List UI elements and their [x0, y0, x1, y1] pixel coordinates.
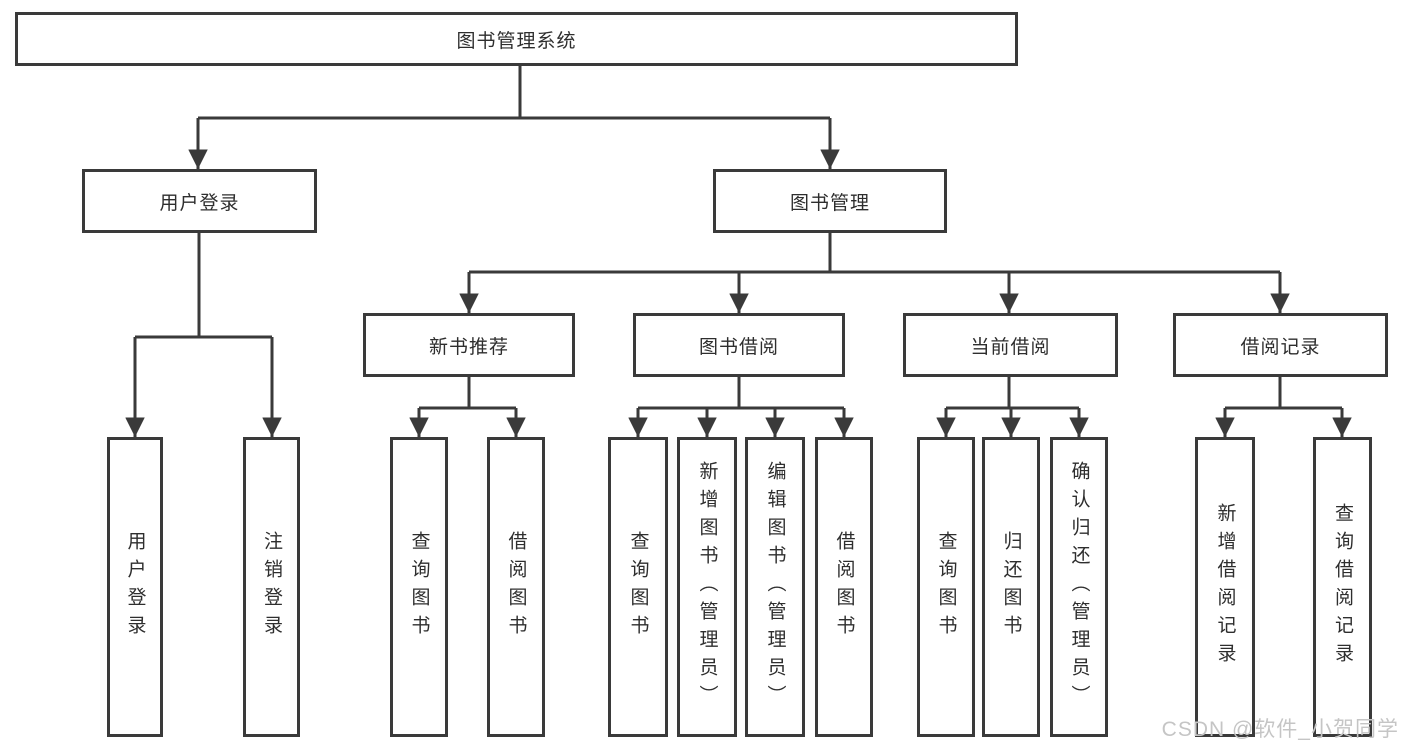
node-label: 新增借阅记录	[1214, 503, 1236, 671]
node-label: 确认归还（管理员）	[1068, 461, 1090, 713]
node-current-borrow: 当前借阅	[903, 313, 1118, 377]
leaf-return-books: 归还图书	[982, 437, 1040, 737]
node-label: 图书管理	[789, 192, 870, 214]
leaf-add-books-admin: 新增图书（管理员）	[677, 437, 737, 737]
node-label: 查询图书	[627, 531, 649, 643]
node-user-login: 用户登录	[82, 169, 317, 233]
node-library-management-system: 图书管理系统	[15, 12, 1018, 66]
node-new-book-recommend: 新书推荐	[363, 313, 575, 377]
node-label: 编辑图书（管理员）	[764, 461, 786, 713]
leaf-borrow-books: 借阅图书	[815, 437, 873, 737]
node-label: 借阅图书	[505, 531, 527, 643]
node-label: 用户登录	[124, 531, 146, 643]
leaf-query-books-borrow: 查询图书	[608, 437, 668, 737]
node-label: 归还图书	[1000, 531, 1022, 643]
node-book-management: 图书管理	[713, 169, 947, 233]
node-label: 借阅记录	[1240, 336, 1321, 358]
leaf-borrow-books-recommend: 借阅图书	[487, 437, 545, 737]
leaf-add-borrow-record: 新增借阅记录	[1195, 437, 1255, 737]
leaf-confirm-return-admin: 确认归还（管理员）	[1050, 437, 1108, 737]
node-label: 注销登录	[261, 531, 282, 643]
node-book-borrow: 图书借阅	[633, 313, 845, 377]
node-label: 图书管理系统	[456, 30, 577, 52]
node-label: 查询图书	[408, 531, 430, 643]
node-label: 当前借阅	[970, 336, 1051, 358]
leaf-user-login: 用户登录	[107, 437, 163, 737]
node-label: 新增图书（管理员）	[696, 461, 718, 713]
node-label: 借阅图书	[833, 531, 855, 643]
leaf-query-books-current: 查询图书	[917, 437, 975, 737]
node-borrow-records: 借阅记录	[1173, 313, 1388, 377]
node-label: 图书借阅	[698, 336, 779, 358]
leaf-edit-books-admin: 编辑图书（管理员）	[745, 437, 805, 737]
leaf-query-books-recommend: 查询图书	[390, 437, 448, 737]
leaf-query-borrow-record: 查询借阅记录	[1313, 437, 1372, 737]
node-label: 查询图书	[935, 531, 957, 643]
node-label: 用户登录	[159, 192, 240, 214]
node-label: 新书推荐	[428, 336, 509, 358]
leaf-logout: 注销登录	[243, 437, 300, 737]
node-label: 查询借阅记录	[1332, 503, 1353, 671]
